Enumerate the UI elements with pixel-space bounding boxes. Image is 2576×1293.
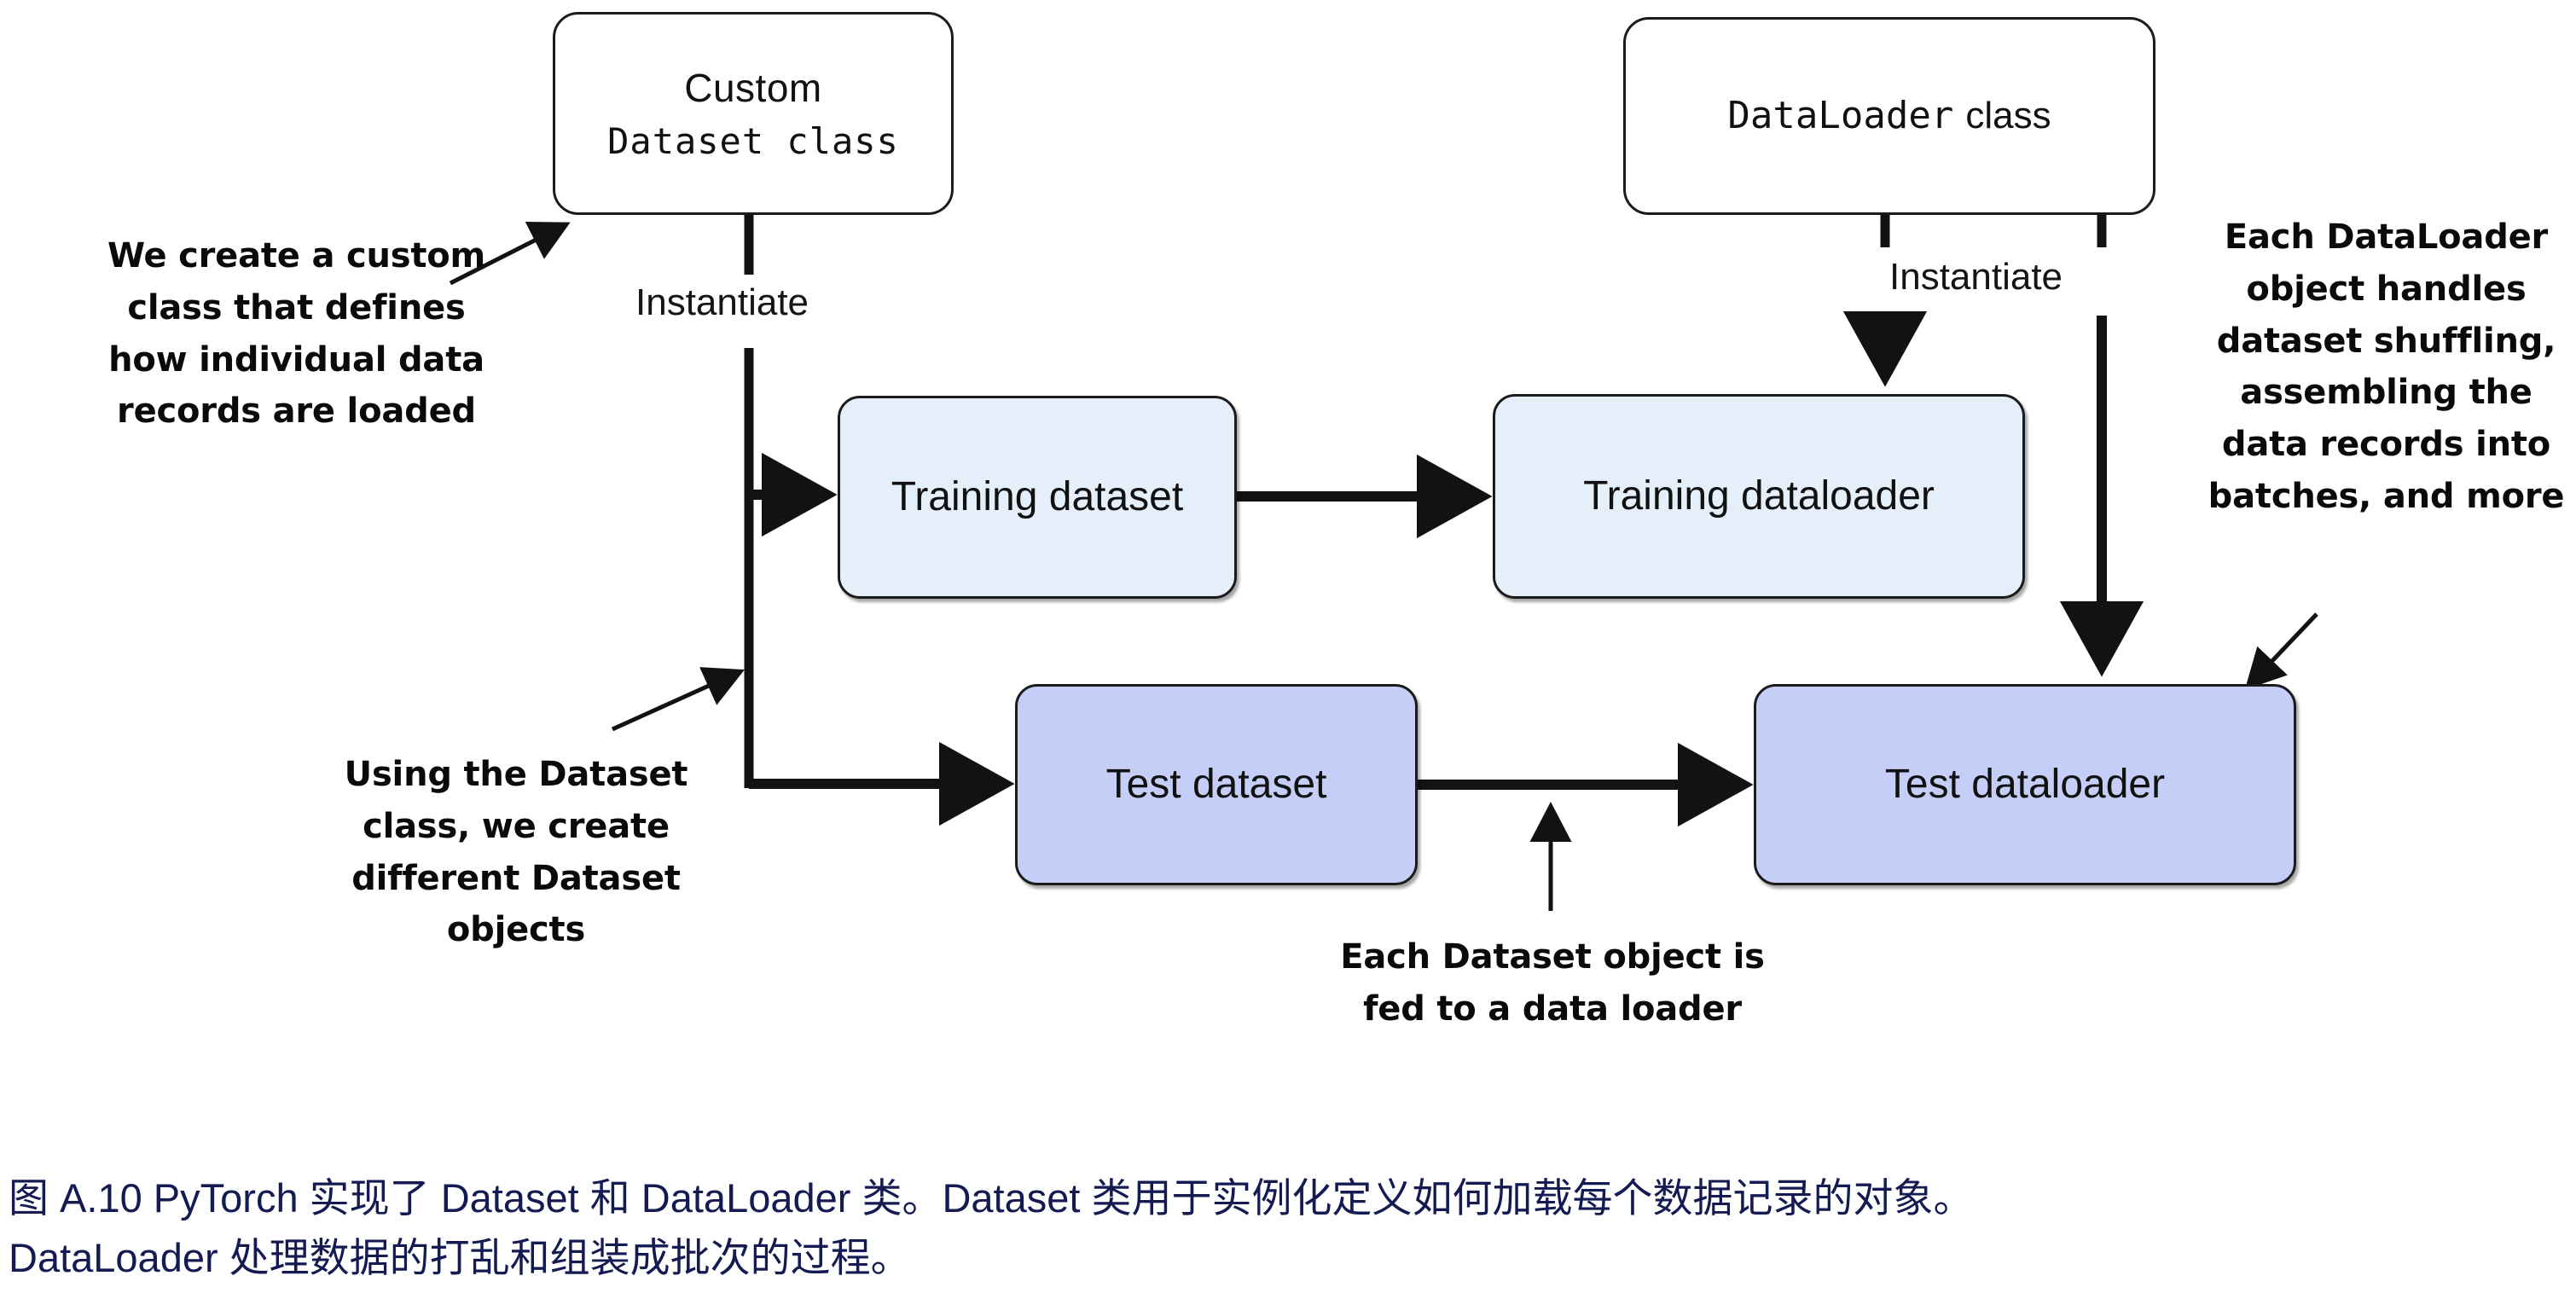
figure-caption-line-1: 图 A.10 PyTorch 实现了 Dataset 和 DataLoader …: [9, 1175, 1974, 1221]
custom-dataset-line1: Custom: [684, 65, 822, 110]
pointer-each-dataloader: [2244, 612, 2318, 690]
figure-caption-line-2: DataLoader 处理数据的打乱和组装成批次的过程。: [9, 1234, 911, 1280]
node-training-dataloader[interactable]: Training dataloader: [1493, 394, 2025, 599]
node-dataloader-class[interactable]: DataLoader class: [1623, 17, 2155, 215]
edge-label-instantiate-right: Instantiate: [1881, 256, 2072, 299]
annotation-we-create: We create a custom class that defines ho…: [107, 236, 486, 432]
annotation-each-dataloader: Each DataLoader object handles dataset s…: [2208, 217, 2565, 516]
test-dataset-label: Test dataset: [1105, 762, 1327, 808]
annotation-using-dataset: Using the Dataset class, we create diffe…: [344, 755, 688, 950]
training-dataset-label: Training dataset: [891, 474, 1184, 520]
annotation-each-dataset-object: Each Dataset object is fed to a data loa…: [1340, 937, 1765, 1029]
test-dataloader-label: Test dataloader: [1884, 762, 2166, 808]
figure-caption: 图 A.10 PyTorch 实现了 Dataset 和 DataLoader …: [9, 1168, 2559, 1287]
dataloader-class-sans-label: class: [1965, 94, 2051, 136]
custom-dataset-line2: Dataset class: [607, 119, 899, 162]
node-custom-dataset-class[interactable]: Custom Dataset class: [553, 12, 954, 215]
node-training-dataset[interactable]: Training dataset: [838, 396, 1237, 599]
node-test-dataset[interactable]: Test dataset: [1015, 684, 1418, 885]
training-dataloader-label: Training dataloader: [1583, 473, 1935, 519]
dataloader-class-mono-label: DataLoader: [1727, 93, 1954, 137]
pointer-using-dataset: [611, 667, 745, 732]
edge-label-instantiate-left: Instantiate: [627, 281, 818, 324]
node-test-dataloader[interactable]: Test dataloader: [1754, 684, 2296, 885]
